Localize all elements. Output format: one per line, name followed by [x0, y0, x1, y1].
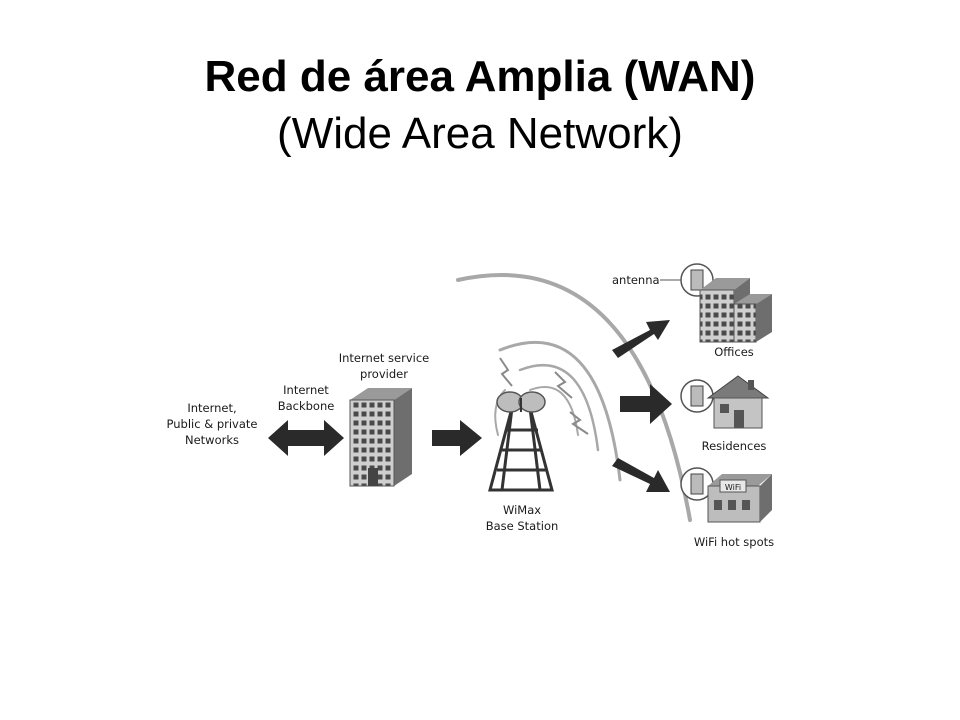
internet-label: Internet, Public & private Networks: [167, 401, 258, 447]
wimax-label: WiMax Base Station: [486, 503, 559, 533]
svg-text:Base Station: Base Station: [486, 519, 559, 533]
wan-diagram: Internet, Public & private Networks Inte…: [167, 263, 774, 549]
residences-label: Residences: [702, 439, 767, 453]
isp-label: Internet service provider: [339, 351, 430, 381]
svg-text:WiMax: WiMax: [503, 503, 541, 517]
svg-text:Backbone: Backbone: [278, 399, 335, 413]
wimax-tower-icon: [488, 391, 554, 492]
svg-text:Networks: Networks: [185, 433, 239, 447]
offices-building-icon: [680, 263, 772, 343]
svg-text:provider: provider: [360, 367, 408, 381]
svg-text:Internet,: Internet,: [187, 401, 236, 415]
arrow-to-residences-icon: [620, 384, 672, 424]
arrow-to-hotspots-icon: [612, 458, 670, 492]
arrow-to-offices-icon: [612, 320, 670, 358]
residence-house-icon: [680, 375, 770, 429]
isp-building-icon: [349, 388, 412, 487]
radio-waves: [456, 273, 692, 522]
title-main: Red de área Amplia (WAN): [204, 52, 756, 101]
wifi-sign-label: WiFi: [725, 483, 741, 492]
backbone-label: Internet Backbone: [278, 383, 335, 413]
wifi-hotspots-label: WiFi hot spots: [694, 535, 774, 549]
wifi-hotspot-building-icon: [680, 467, 772, 523]
slide-title: Red de área Amplia (WAN) (Wide Area Netw…: [0, 50, 960, 164]
offices-label: Offices: [714, 345, 754, 359]
backbone-double-arrow-icon: [268, 420, 344, 456]
antenna-label: antenna: [612, 273, 660, 287]
arrow-isp-to-wimax-icon: [432, 420, 482, 456]
svg-text:Internet: Internet: [283, 383, 329, 397]
svg-text:Internet service: Internet service: [339, 351, 430, 365]
signal-bolt-icons: [499, 357, 589, 435]
svg-text:Public & private: Public & private: [167, 417, 258, 431]
title-subtitle: (Wide Area Network): [277, 109, 683, 158]
